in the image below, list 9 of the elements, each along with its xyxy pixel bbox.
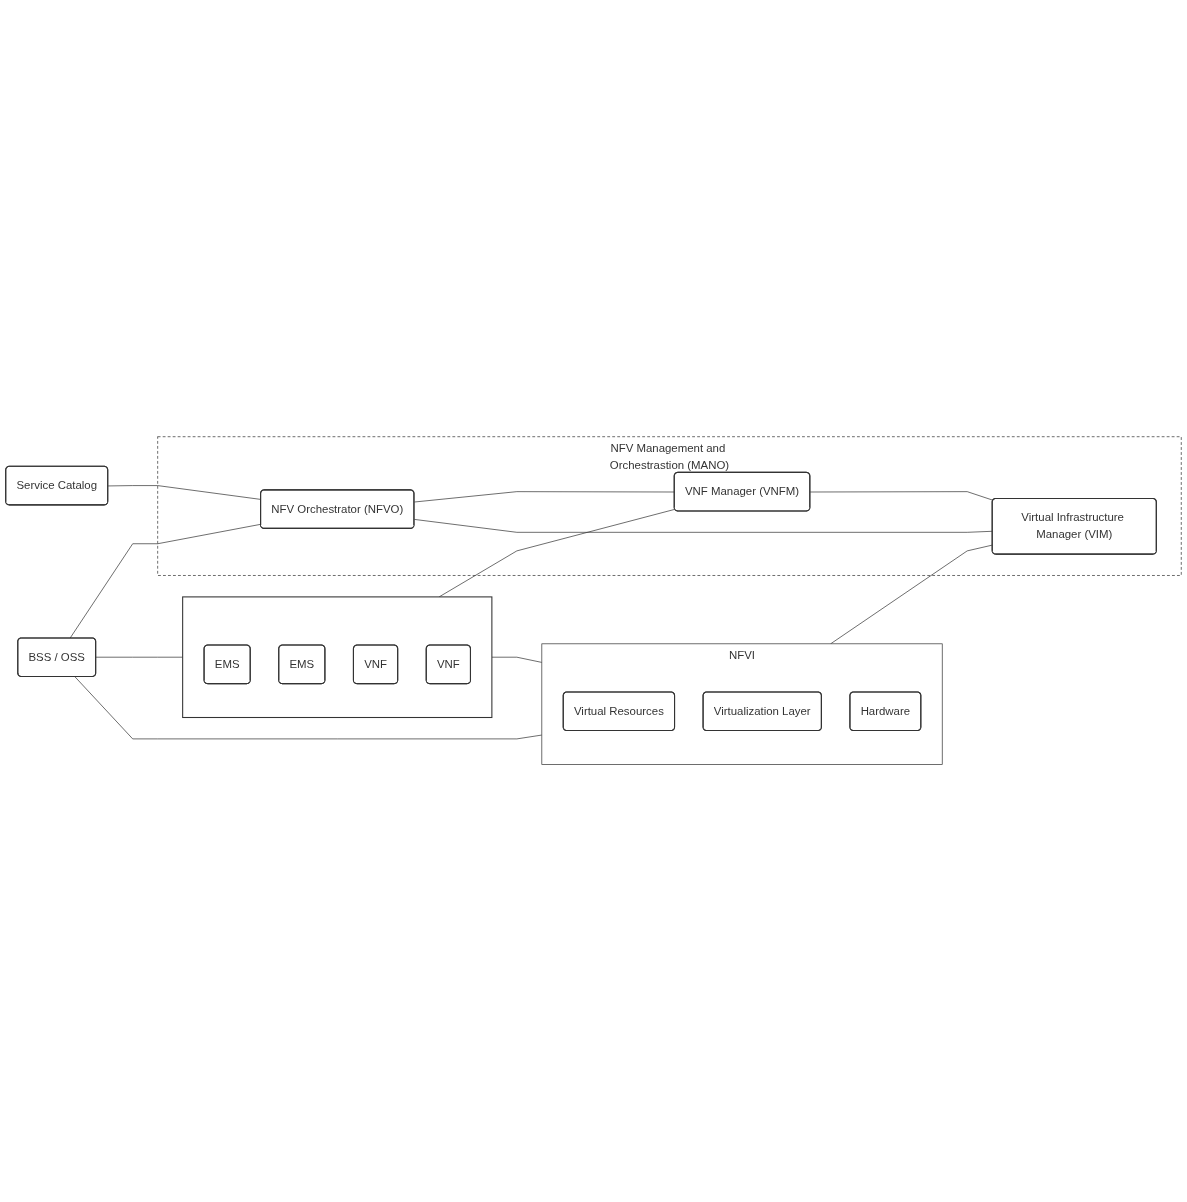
connector — [830, 545, 993, 645]
connector — [809, 491, 994, 502]
connector — [413, 519, 993, 534]
connector — [438, 509, 675, 598]
connector — [413, 491, 675, 503]
connector — [74, 676, 543, 740]
connector — [95, 657, 183, 658]
cluster — [182, 596, 493, 719]
connector — [491, 657, 543, 664]
